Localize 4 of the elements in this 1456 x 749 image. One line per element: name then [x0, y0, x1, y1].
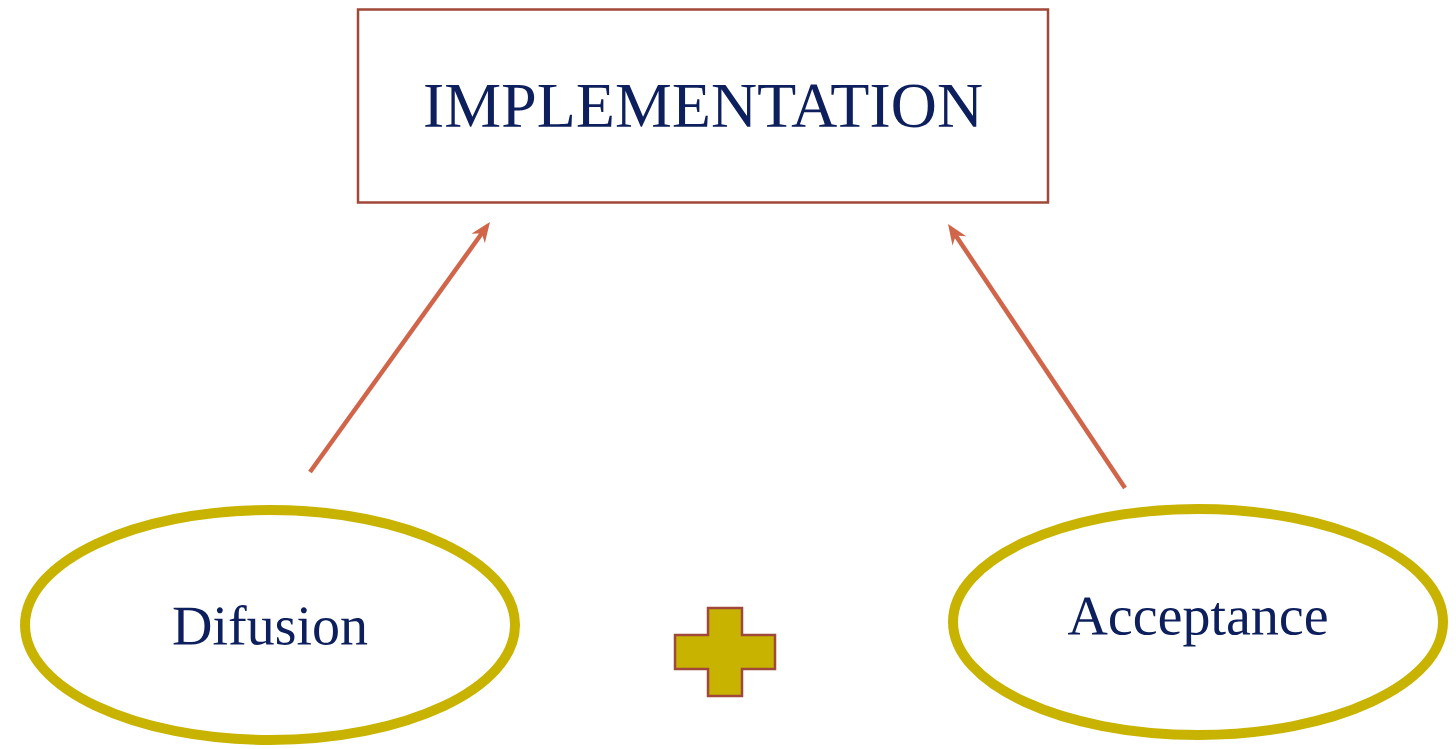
process-box: IMPLEMENTATION	[356, 8, 1050, 204]
ellipse-node: Difusion	[20, 505, 520, 745]
plus-sign	[673, 606, 777, 698]
ellipse-node: Acceptance	[948, 504, 1448, 740]
